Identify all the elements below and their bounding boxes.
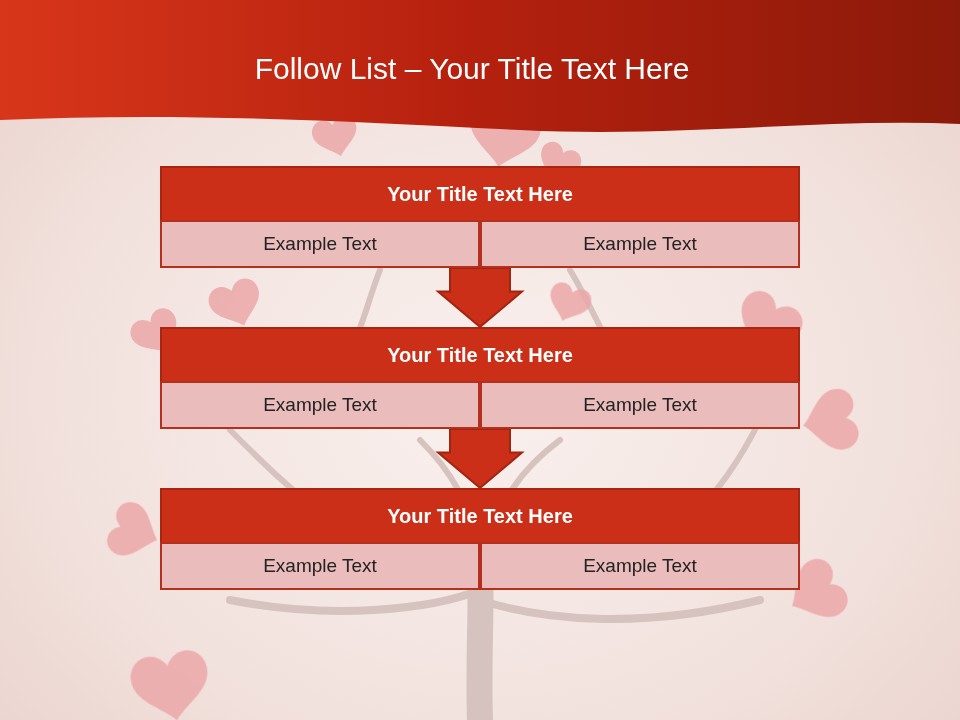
block-header: Your Title Text Here <box>160 327 800 383</box>
cell-text: Example Text <box>263 233 377 255</box>
header-text: Your Title Text Here <box>387 505 573 528</box>
example-cell: Example Text <box>160 542 480 590</box>
cell-text: Example Text <box>263 555 377 577</box>
list-block: Your Title Text HereExample Text Example … <box>160 166 800 268</box>
list-block: Your Title Text HereExample Text Example … <box>160 488 800 590</box>
header-text: Your Title Text Here <box>387 183 573 206</box>
title-band <box>0 0 960 132</box>
block-header: Your Title Text Here <box>160 166 800 222</box>
cell-text: Example Text <box>583 233 697 255</box>
flow-arrow <box>438 268 522 327</box>
block-header: Your Title Text Here <box>160 488 800 544</box>
example-cell: Example Text <box>160 381 480 429</box>
cell-text: Example Text <box>583 555 697 577</box>
flow-arrow <box>438 429 522 488</box>
example-cell: Example Text <box>480 220 800 268</box>
slide-title: Follow List – Your Title Text Here <box>0 52 944 86</box>
hearts <box>103 100 861 720</box>
header-text: Your Title Text Here <box>387 344 573 367</box>
cell-text: Example Text <box>583 394 697 416</box>
example-cell: Example Text <box>480 542 800 590</box>
list-block: Your Title Text HereExample Text Example … <box>160 327 800 429</box>
cell-text: Example Text <box>263 394 377 416</box>
example-cell: Example Text <box>480 381 800 429</box>
example-cell: Example Text <box>160 220 480 268</box>
